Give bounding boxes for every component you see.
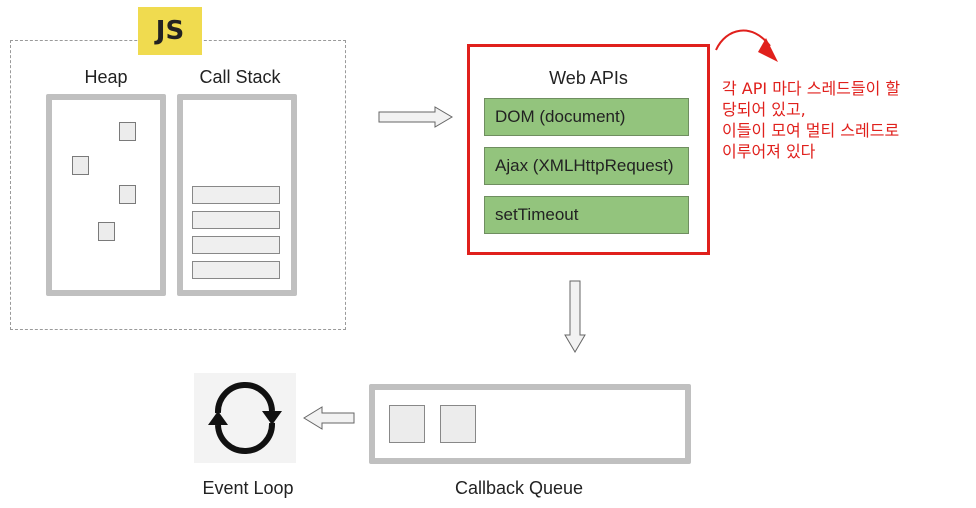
web-apis-title: Web APIs bbox=[549, 68, 628, 88]
down-arrow-icon bbox=[564, 280, 586, 353]
thread-annotation: 각 API 마다 스레드들이 할 당되어 있고, 이들이 모여 멀티 스레드로 … bbox=[722, 79, 901, 161]
stack-frame bbox=[192, 261, 280, 279]
queued-callback bbox=[440, 405, 476, 443]
callback-queue-box bbox=[369, 384, 691, 464]
heap-box bbox=[46, 94, 166, 296]
heap-object bbox=[72, 156, 89, 175]
js-logo: JS bbox=[138, 7, 202, 55]
stack-frame bbox=[192, 236, 280, 254]
left-arrow-icon bbox=[303, 406, 355, 430]
event-loop-tile bbox=[194, 373, 296, 463]
api-item-dom: DOM (document) bbox=[484, 98, 689, 136]
api-item-ajax: Ajax (XMLHttpRequest) bbox=[484, 147, 689, 185]
heap-object bbox=[119, 185, 136, 204]
call-stack-label: Call Stack bbox=[199, 67, 281, 87]
heap-object bbox=[119, 122, 136, 141]
queued-callback bbox=[389, 405, 425, 443]
stack-frame bbox=[192, 211, 280, 229]
heap-label: Heap bbox=[84, 67, 128, 87]
loop-icon bbox=[208, 382, 282, 454]
curved-arrow-icon bbox=[715, 29, 778, 62]
right-arrow-icon bbox=[378, 106, 453, 128]
callback-queue-label: Callback Queue bbox=[454, 478, 584, 498]
api-item-settimeout: setTimeout bbox=[484, 196, 689, 234]
event-loop-label: Event Loop bbox=[202, 478, 294, 498]
stack-frame bbox=[192, 186, 280, 204]
heap-object bbox=[98, 222, 115, 241]
